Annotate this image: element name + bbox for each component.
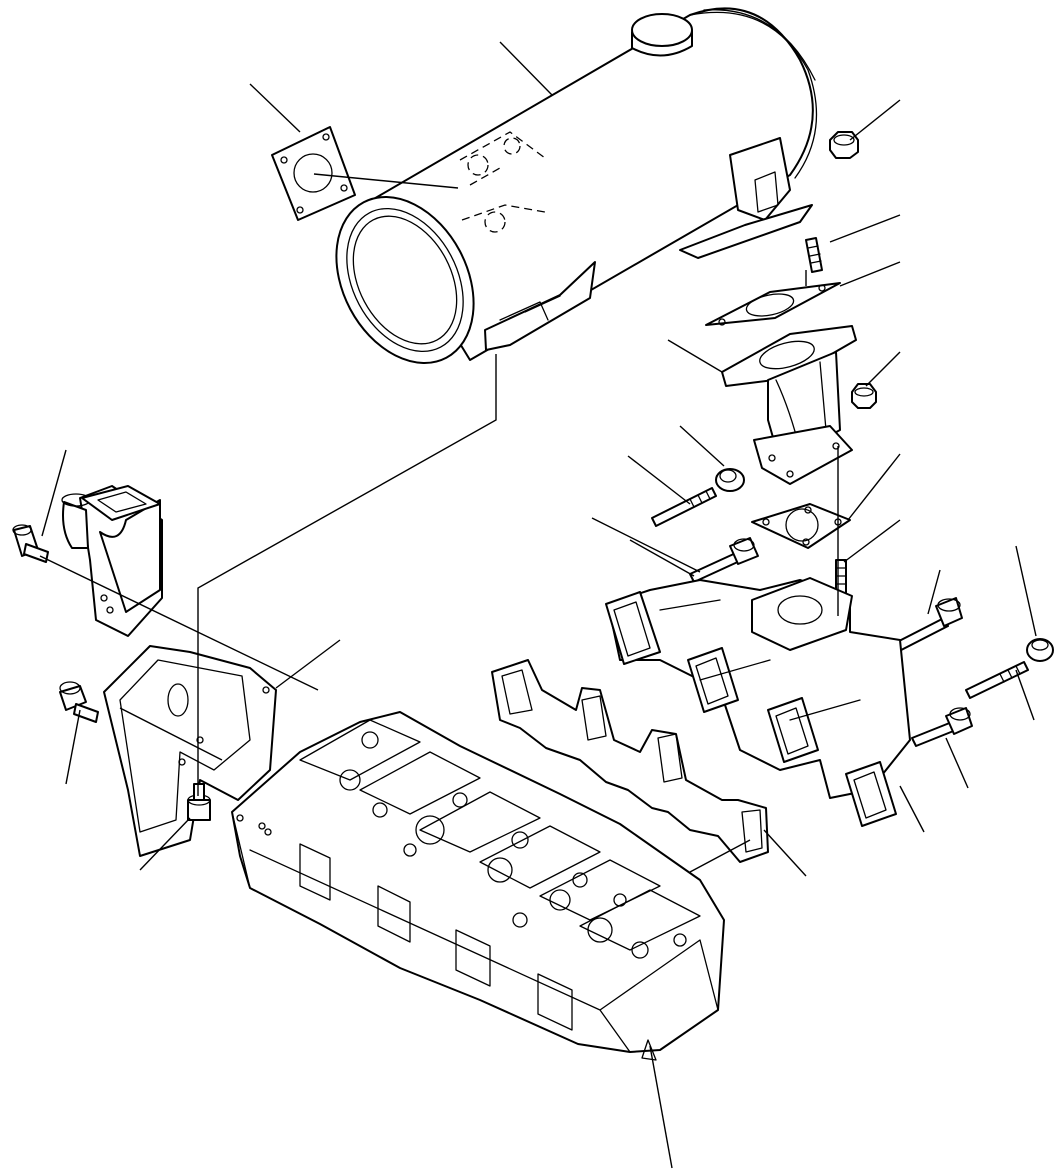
muffler-gasket bbox=[272, 127, 355, 220]
bracket-plate bbox=[104, 646, 276, 856]
long-bolt bbox=[690, 538, 758, 582]
muffler-bracket bbox=[62, 486, 162, 636]
muffler bbox=[309, 8, 817, 386]
exhaust-manifold bbox=[606, 578, 910, 826]
plate-bolt bbox=[60, 682, 98, 722]
elbow-nut bbox=[852, 384, 876, 408]
outlet-gasket bbox=[706, 283, 840, 325]
washer bbox=[716, 469, 744, 491]
manifold-nut bbox=[1027, 639, 1053, 661]
stud-bolt bbox=[652, 488, 716, 526]
leader-lines bbox=[39, 41, 1037, 1169]
bolt-lower-right bbox=[912, 708, 972, 746]
cylinder-head bbox=[232, 712, 724, 1052]
stud bbox=[806, 238, 822, 272]
bracket-screw bbox=[13, 525, 48, 562]
manifold-gasket bbox=[752, 504, 850, 548]
exhaust-elbow bbox=[722, 326, 856, 484]
bracket-bolt bbox=[966, 662, 1028, 698]
lower-screw bbox=[188, 784, 210, 820]
exhaust-gasket bbox=[492, 660, 768, 862]
muffler-nut bbox=[830, 132, 858, 158]
